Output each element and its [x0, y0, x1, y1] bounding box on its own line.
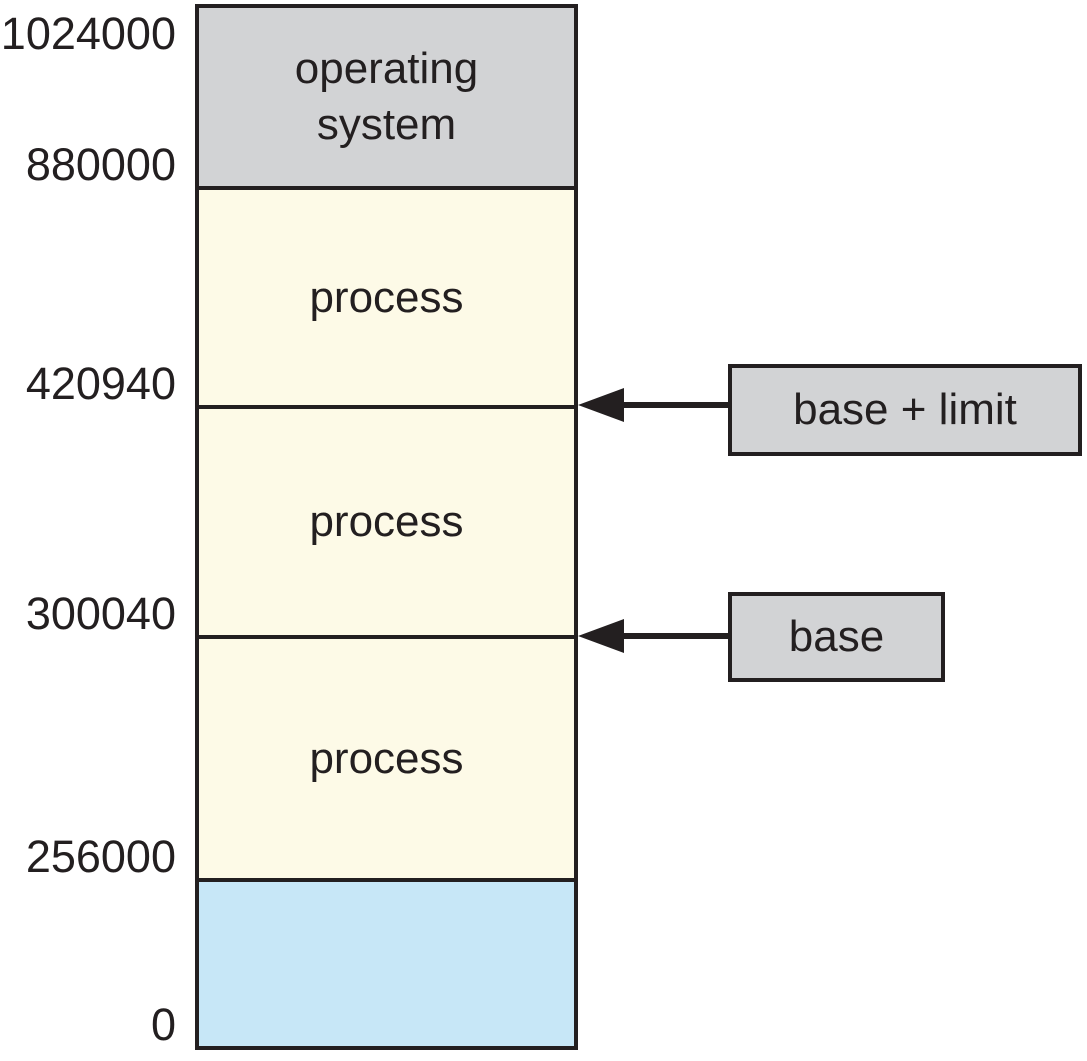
segment-free-space [199, 882, 574, 1046]
base-register-box: base [728, 592, 945, 682]
address-label-256000: 256000 [25, 831, 176, 882]
segment-operating-system: operating system [199, 8, 574, 190]
address-label-300040: 300040 [25, 588, 176, 639]
address-label-0: 0 [150, 999, 176, 1050]
memory-column: operating system process process process [195, 4, 578, 1050]
segment-process-middle: process [199, 409, 574, 639]
address-label-880000: 880000 [25, 139, 176, 190]
base-limit-arrow-line [614, 402, 728, 408]
base-limit-register-box: base + limit [728, 364, 1082, 456]
base-arrow-head-icon [578, 619, 624, 653]
address-label-420940: 420940 [25, 358, 176, 409]
process-label: process [309, 733, 464, 783]
segment-process-high: process [199, 190, 574, 409]
address-label-1024000: 1024000 [0, 8, 176, 59]
process-label: process [309, 497, 464, 546]
segment-process-low: process [199, 639, 574, 882]
base-limit-arrow-head-icon [578, 388, 624, 422]
operating-system-label-line1: operating [294, 44, 479, 93]
operating-system-label-line2: system [316, 100, 457, 149]
base-label: base [788, 612, 885, 661]
base-limit-label: base + limit [793, 385, 1017, 434]
base-arrow-line [614, 633, 728, 639]
process-label: process [309, 272, 464, 322]
